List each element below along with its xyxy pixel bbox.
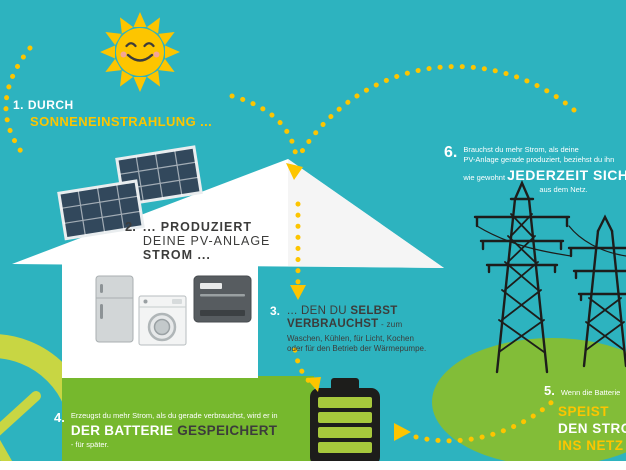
step3-small2: oder für den Betrieb der Wärmepumpe. [287,344,427,353]
step2-number: 2. [125,219,136,234]
step4-label: 4. Erzeugst du mehr Strom, als du gerade… [54,410,278,450]
step6-number: 6. [444,144,458,161]
step1-number: 1. [13,98,25,112]
arrowhead-icon [306,377,321,392]
step4-small1: Erzeugst du mehr Strom, als du gerade ve… [70,411,278,420]
step3-small1: Waschen, Kühlen, für Licht, Kochen [287,334,414,343]
refrigerator-icon [95,275,134,343]
arrowhead-icon [290,285,306,300]
battery-icon [310,378,380,466]
step5-big1: SPEIST [558,404,610,420]
step2-line3: STROM ... [142,248,211,262]
arrowheads [286,163,411,441]
house-ground [62,376,314,462]
step3-line1: ... DEN DU SELBST [287,305,398,317]
step3-label: 3. ... DEN DU SELBST VERBRAUCHST - zum W… [270,304,427,354]
step3-line2: VERBRAUCHST - zum [287,318,403,330]
step1-word: DURCH [27,98,74,112]
washing-machine-icon [138,295,187,346]
sun-rays [100,12,180,92]
arrowhead-icon [394,423,411,441]
step2-line2: DEINE PV-ANLAGE [142,234,271,248]
step5-label: 5. Wenn die Batterie SPEIST DEN STROM INS… [544,382,626,454]
step1-label: 1. DURCH SONNENEINSTRAHLUNG ... [13,98,213,130]
bottom-strip [0,461,626,470]
dotted-arrow-grid-to-house [296,64,577,159]
step5-number: 5. [544,383,555,398]
step6-label: 6. Brauchst du mehr Strom, als deine PV-… [444,145,626,195]
step5-small1: Wenn die Batterie [560,388,621,397]
solar-panels-icon [57,145,203,241]
step6-line3: wie gewohnt JEDERZEIT SICHER [463,167,626,184]
step4-number: 4. [54,410,65,425]
sun-icon [100,12,180,92]
step6-small1: Brauchst du mehr Strom, als deine [463,145,579,154]
step3-number: 3. [270,304,281,318]
power-pylon-icon [473,180,626,374]
step6-small2: PV-Anlage gerade produziert, beziehst du… [463,154,615,164]
step4-bigline: DER BATTERIE GESPEICHERT [70,423,278,438]
arrowhead-icon [286,163,303,180]
step5-big2: DEN STROM [558,421,626,437]
step6-big: JEDERZEIT SICHER [507,167,626,183]
step4-small2: - für später. [70,440,109,449]
dotted-arrow-step1-to-roof [229,93,299,159]
step2-line1: ... PRODUZIERT [142,220,252,234]
hill [432,338,626,466]
step5-head: 5. Wenn die Batterie [544,382,626,400]
step6-small4: aus dem Netz. [539,185,588,194]
inverter-icon [193,275,252,323]
step2-label: 2. ... PRODUZIERT DEINE PV-ANLAGE STROM … [125,219,271,262]
dotted-arrow-battery-to-grid [413,395,559,444]
step1-line1: 1. DURCH [13,98,212,113]
step5-big3: INS NETZ [558,438,624,454]
house-roof-shade [288,159,444,268]
step1-highlight: SONNENEINSTRAHLUNG ... [30,113,213,129]
